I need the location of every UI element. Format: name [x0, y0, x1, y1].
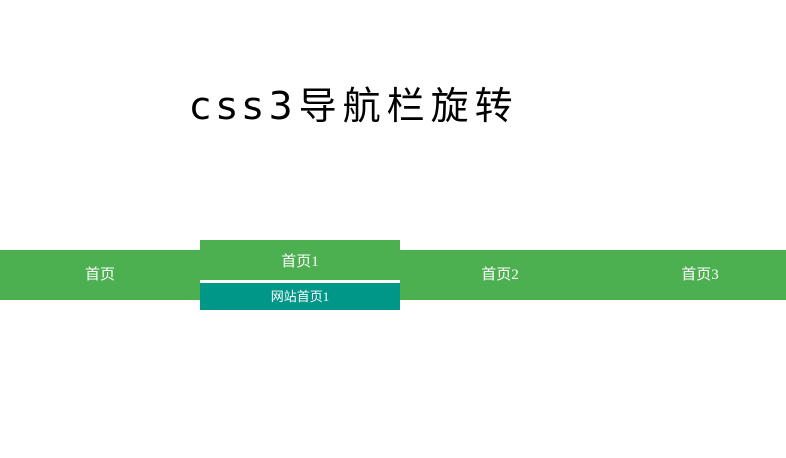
submenu-divider — [200, 280, 400, 283]
nav-item-home-1[interactable]: 首页1 — [200, 240, 400, 280]
nav-item-home[interactable]: 首页 — [84, 267, 115, 283]
submenu-item-site-home-1[interactable]: 网站首页1 — [200, 283, 400, 310]
nav-item-home-2[interactable]: 首页2 — [481, 267, 519, 283]
page-title: css3导航栏旋转 — [190, 84, 519, 128]
nav-item-home-3[interactable]: 首页3 — [681, 267, 719, 283]
